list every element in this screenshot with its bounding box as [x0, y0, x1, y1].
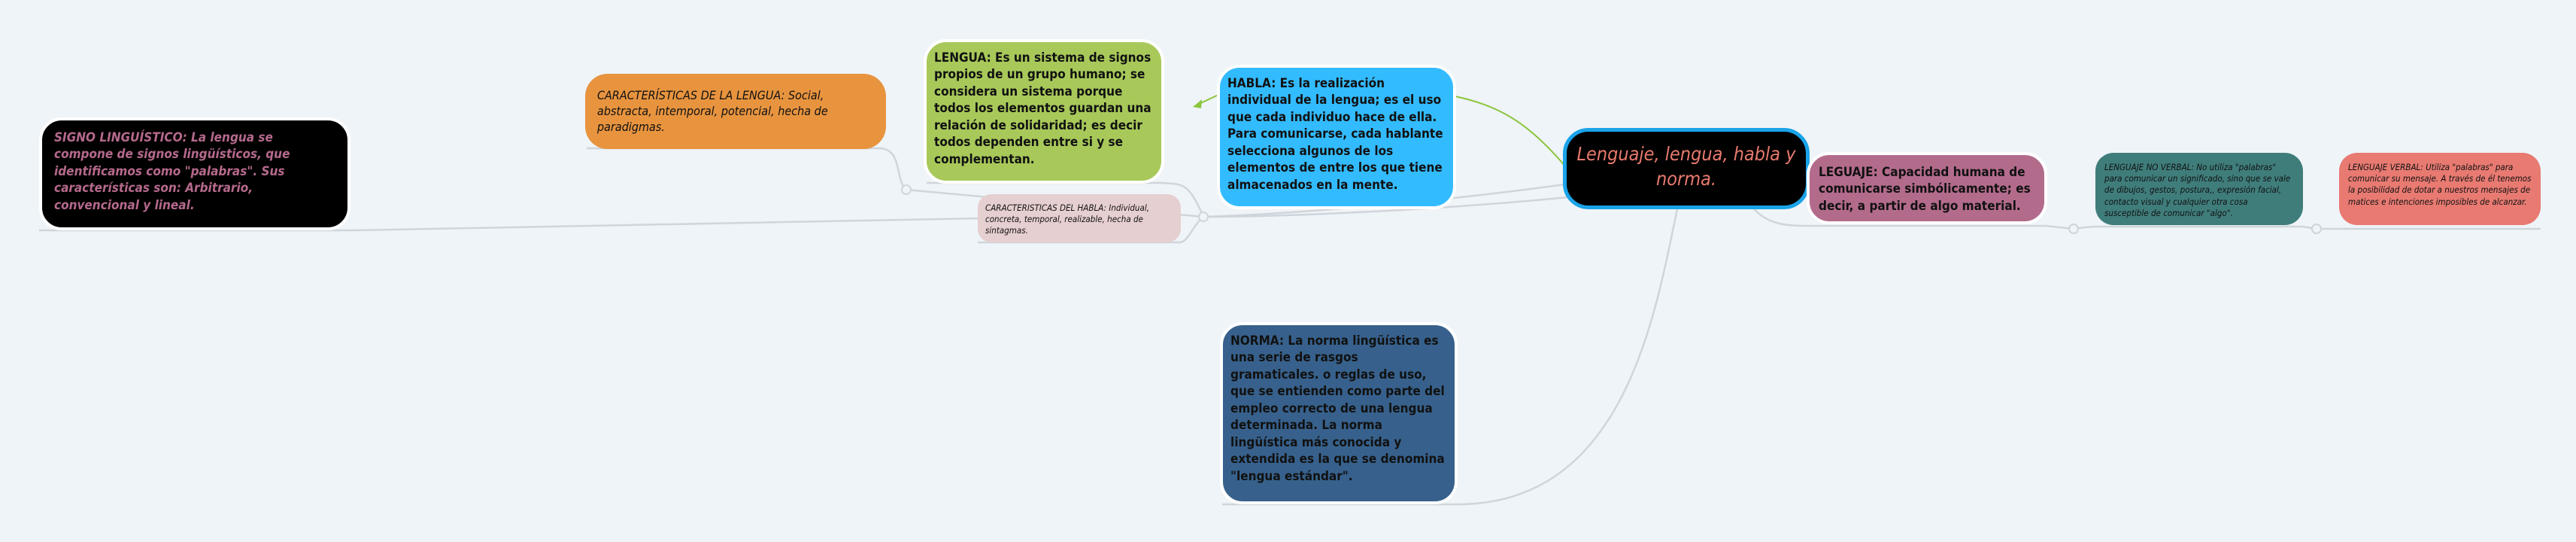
central-topic[interactable]: Lenguaje, lengua, habla y norma. — [1563, 128, 1810, 209]
collapse-handle — [2311, 224, 2322, 234]
node-habla[interactable]: HABLA: Es la realización individual de l… — [1217, 65, 1456, 209]
collapse-handle — [2068, 224, 2079, 234]
connector-hub-to-lengua — [927, 181, 1205, 218]
connector-center-to-leguaje — [1752, 206, 2074, 230]
node-text: LENGUAJE VERBAL: Utiliza "palabras" para… — [2348, 162, 2532, 207]
node-text: LENGUAJE NO VERBAL: No utiliza "palabras… — [2104, 162, 2291, 218]
arrow-center-to-habla — [1455, 96, 1567, 168]
node-text: SIGNO LINGUÍSTICO: La lengua se compone … — [54, 130, 290, 213]
arrow-head-icon — [1193, 99, 1202, 108]
collapse-handle — [1198, 212, 1209, 222]
node-lengua[interactable]: LENGUA: Es un sistema de signos propios … — [924, 39, 1164, 184]
node-lenguaje-no-verbal[interactable]: LENGUAJE NO VERBAL: No utiliza "palabras… — [2095, 153, 2303, 225]
node-caracteristicas-lengua[interactable]: CARACTERÍSTICAS DE LA LENGUA: Social, ab… — [585, 74, 886, 149]
node-text: CARACTERISTICAS DEL HABLA: Individual, c… — [985, 202, 1149, 236]
node-text: LEGUAJE: Capacidad humana de comunicarse… — [1819, 165, 2031, 214]
node-signo-linguistico[interactable]: SIGNO LINGUÍSTICO: La lengua se compone … — [39, 117, 350, 230]
central-topic-text: Lenguaje, lengua, habla y norma. — [1576, 143, 1796, 190]
node-leguaje[interactable]: LEGUAJE: Capacidad humana de comunicarse… — [1807, 152, 2047, 224]
collapse-handle — [901, 184, 912, 195]
node-text: CARACTERÍSTICAS DE LA LENGUA: Social, ab… — [597, 88, 828, 135]
connector-to-noverbal — [2073, 225, 2317, 230]
node-lenguaje-verbal[interactable]: LENGUAJE VERBAL: Utiliza "palabras" para… — [2339, 153, 2541, 225]
node-text: HABLA: Es la realización individual de l… — [1227, 76, 1443, 193]
connector-center-to-norma — [1222, 209, 1679, 506]
node-text: LENGUA: Es un sistema de signos propios … — [934, 50, 1151, 167]
connector-chabla-to-signo — [39, 217, 981, 232]
connector-center-to-lengua-group — [1203, 196, 1569, 218]
node-text: NORMA: La norma lingüística es una serie… — [1230, 333, 1445, 484]
node-caracteristicas-habla[interactable]: CARACTERISTICAS DEL HABLA: Individual, c… — [978, 194, 1181, 242]
node-norma[interactable]: NORMA: La norma lingüística es una serie… — [1220, 322, 1458, 504]
